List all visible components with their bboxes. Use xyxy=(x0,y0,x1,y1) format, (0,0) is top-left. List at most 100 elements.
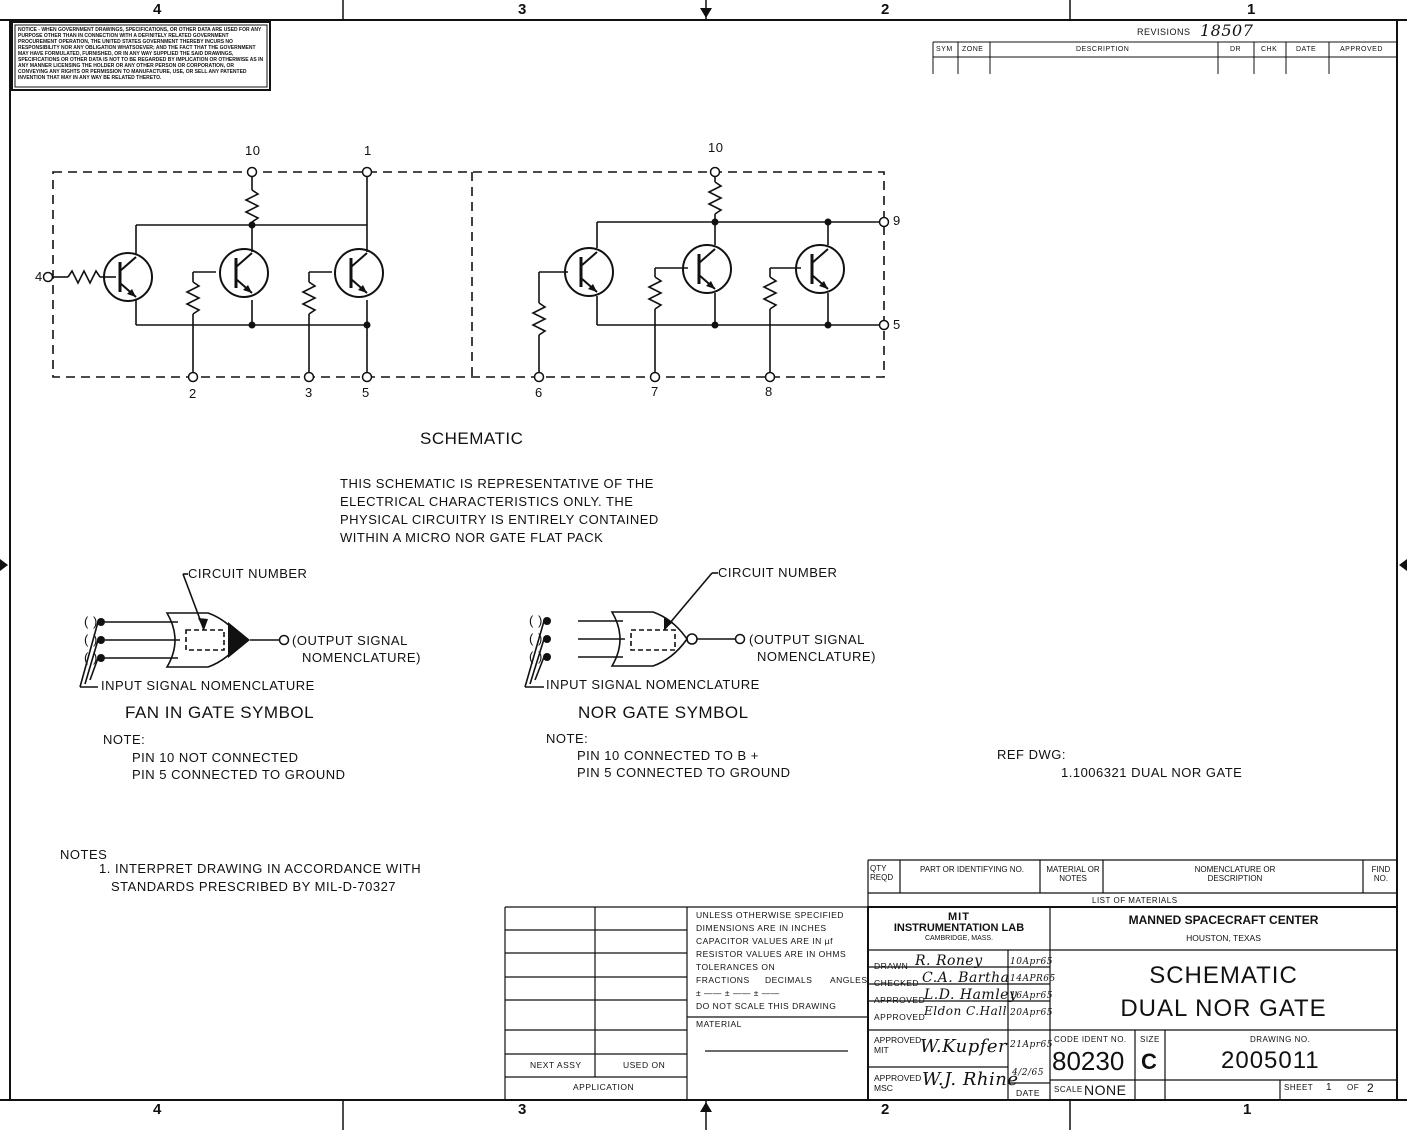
mat-nomenclature-header: NOMENCLATURE OR DESCRIPTION xyxy=(1194,865,1276,883)
nor-input-nomenclature: INPUT SIGNAL NOMENCLATURE xyxy=(546,677,760,692)
fan-in-note-line-2: PIN 5 CONNECTED TO GROUND xyxy=(132,767,346,782)
of-label: OF xyxy=(1347,1083,1360,1092)
nor-gate-title: NOR GATE SYMBOL xyxy=(578,703,749,722)
center-name: MANNED SPACECRAFT CENTER xyxy=(1128,913,1319,927)
org-instrumentation-lab: INSTRUMENTATION LAB xyxy=(893,922,1025,934)
tol-angles: ANGLES xyxy=(830,975,868,985)
tol-line-2: DIMENSIONS ARE IN INCHES xyxy=(696,923,827,933)
pin-label-8: 8 xyxy=(765,384,773,399)
approved-mit-signature: W.Kupfer xyxy=(920,1036,1008,1057)
rev-col-sym: SYM xyxy=(936,46,953,53)
notes-label: NOTES xyxy=(60,847,108,862)
ref-dwg-label: REF DWG: xyxy=(997,747,1066,762)
checked-label: CHECKED xyxy=(874,978,920,988)
drawn-signature: R. Roney xyxy=(915,953,983,969)
drawing-title-line-1: SCHEMATIC xyxy=(1149,962,1298,989)
approved-1-date: 16Apr65 xyxy=(1010,991,1053,1001)
pin-label-5-bottom: 5 xyxy=(362,385,370,400)
material-label: MATERIAL xyxy=(696,1019,742,1029)
nor-note-label: NOTE: xyxy=(546,731,589,746)
tol-line-3: CAPACITOR VALUES ARE IN µf xyxy=(696,936,833,946)
fan-in-note-label: NOTE: xyxy=(103,732,146,747)
pin-label-2: 2 xyxy=(189,386,197,401)
fan-in-output-line-1: (OUTPUT SIGNAL xyxy=(292,633,408,648)
tol-line-5: TOLERANCES ON xyxy=(696,962,776,972)
zone-label-2-top: 2 xyxy=(881,1,890,18)
schematic-description-line-2: ELECTRICAL CHARACTERISTICS ONLY. THE xyxy=(340,494,634,509)
drawn-date: 10Apr65 xyxy=(1010,957,1053,967)
fan-in-input-1: ( ) xyxy=(84,614,98,629)
zone-label-3-bottom: 3 xyxy=(518,1101,527,1118)
nor-note-line-2: PIN 5 CONNECTED TO GROUND xyxy=(577,765,791,780)
scale-value: NONE xyxy=(1084,1082,1127,1098)
notes-line-1: 1. INTERPRET DRAWING IN ACCORDANCE WITH xyxy=(99,861,422,876)
pin-label-9: 9 xyxy=(893,213,901,228)
approved-mit-date: 21Apr65 xyxy=(1010,1040,1053,1050)
fan-in-input-2: ( ) xyxy=(84,632,98,647)
fan-in-output-line-2: NOMENCLATURE) xyxy=(302,650,421,665)
pin-label-4: 4 xyxy=(35,269,43,284)
nor-input-3: ( ) xyxy=(529,649,543,664)
government-notice: NOTICE - WHEN GOVERNMENT DRAWINGS, SPECI… xyxy=(18,27,264,81)
fan-in-input-nomenclature: INPUT SIGNAL NOMENCLATURE xyxy=(101,678,315,693)
size-value: C xyxy=(1141,1049,1158,1074)
tol-line-1: UNLESS OTHERWISE SPECIFIED xyxy=(696,910,844,920)
tol-line-4: RESISTOR VALUES ARE IN OHMS xyxy=(696,949,847,959)
approved-mit-label: APPROVED MIT xyxy=(874,1035,922,1055)
pin-label-3: 3 xyxy=(305,385,313,400)
rev-col-approved: APPROVED xyxy=(1340,46,1383,53)
approved-2-signature: Eldon C.Hall xyxy=(924,1004,1007,1018)
schematic-description-line-4: WITHIN A MICRO NOR GATE FLAT PACK xyxy=(340,530,604,545)
mat-qty-header: QTY REQD xyxy=(870,864,894,882)
checked-date: 14APR65 xyxy=(1010,974,1056,984)
nor-input-2: ( ) xyxy=(529,631,543,646)
approved-1-label: APPROVED xyxy=(874,995,926,1005)
nor-input-1: ( ) xyxy=(529,613,543,628)
zone-label-2-bottom: 2 xyxy=(881,1101,890,1118)
pin-label-1: 1 xyxy=(364,143,372,158)
pin-label-5-right: 5 xyxy=(893,317,901,332)
pin-label-6: 6 xyxy=(535,385,543,400)
pin-label-7: 7 xyxy=(651,384,659,399)
mat-material-header: MATERIAL OR NOTES xyxy=(1046,865,1100,883)
approved-msc-label: APPROVED MSC xyxy=(874,1073,922,1093)
zone-label-1-top: 1 xyxy=(1247,1,1256,18)
pin-label-10-left: 10 xyxy=(245,143,261,158)
fan-in-gate-title: FAN IN GATE SYMBOL xyxy=(125,703,315,722)
schematic-description-line-3: PHYSICAL CIRCUITRY IS ENTIRELY CONTAINED xyxy=(340,512,659,527)
approved-2-label: APPROVED xyxy=(874,1012,926,1022)
center-location: HOUSTON, TEXAS xyxy=(1186,933,1261,943)
code-ident-label: CODE IDENT NO. xyxy=(1054,1035,1127,1044)
rev-col-chk: CHK xyxy=(1261,46,1278,53)
drawing-no-value: 2005011 xyxy=(1221,1047,1320,1074)
code-ident-value: 80230 xyxy=(1052,1046,1125,1076)
zone-label-4-top: 4 xyxy=(153,1,162,18)
mat-find-header: FIND NO. xyxy=(1371,865,1391,883)
drawing-no-label: DRAWING NO. xyxy=(1250,1035,1311,1044)
nor-note-line-1: PIN 10 CONNECTED TO B + xyxy=(577,748,759,763)
revisions-title: REVISIONS xyxy=(1137,27,1191,37)
nor-output-line-2: NOMENCLATURE) xyxy=(757,649,876,664)
schematic-description-line-1: THIS SCHEMATIC IS REPRESENTATIVE OF THE xyxy=(340,476,654,491)
org-mit: MIT xyxy=(948,911,970,923)
nor-output-line-1: (OUTPUT SIGNAL xyxy=(749,632,865,647)
rev-col-dr: DR xyxy=(1230,46,1242,53)
next-assy-label: NEXT ASSY xyxy=(530,1060,582,1070)
checked-signature: C.A. Bartha xyxy=(922,970,1010,986)
date-label: DATE xyxy=(1016,1088,1041,1098)
tol-no-scale: DO NOT SCALE THIS DRAWING xyxy=(696,1001,837,1011)
list-of-materials-label: LIST OF MATERIALS xyxy=(1092,896,1178,905)
rev-col-description: DESCRIPTION xyxy=(1076,46,1130,53)
fan-in-input-3: ( ) xyxy=(84,650,98,665)
tol-fractions: FRACTIONS xyxy=(696,975,750,985)
zone-label-1-bottom: 1 xyxy=(1243,1101,1252,1118)
revision-number: 18507 xyxy=(1200,21,1254,40)
sheet-label: SHEET xyxy=(1284,1083,1314,1092)
ref-dwg-value: 1.1006321 DUAL NOR GATE xyxy=(1061,765,1243,780)
tol-plusminus-row: ± —— ± —— ± —— xyxy=(696,988,780,998)
of-value: 2 xyxy=(1367,1081,1375,1095)
drawn-label: DRAWN xyxy=(874,961,909,971)
schematic-title: SCHEMATIC xyxy=(420,429,524,448)
notes-line-2: STANDARDS PRESCRIBED BY MIL-D-70327 xyxy=(111,879,397,894)
mat-part-header: PART OR IDENTIFYING NO. xyxy=(920,865,1025,874)
